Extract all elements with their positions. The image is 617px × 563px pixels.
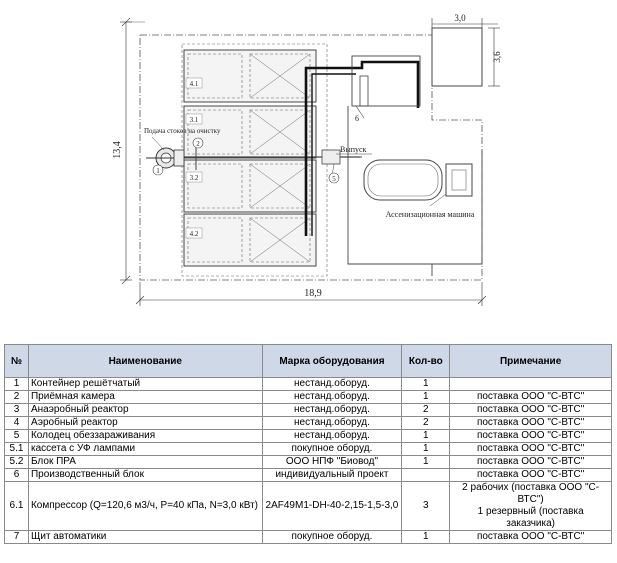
row-qty: 3: [401, 481, 451, 531]
row-note: поставка ООО "С-ВТС": [449, 455, 612, 469]
row-name: Компрессор (Q=120,6 м3/ч, P=40 кПа, N=3,…: [27, 481, 263, 531]
header-number: №: [4, 344, 29, 378]
row-number: 3: [4, 403, 29, 417]
header-brand: Марка оборудования: [261, 344, 403, 378]
row-note: 2 рабочих (поставка ООО "С-ВТС") 1 резер…: [449, 481, 612, 531]
row-brand: индивидуальный проект: [261, 468, 403, 482]
sewage-truck: [363, 159, 473, 201]
row-qty: 2: [401, 403, 451, 417]
equipment-box: [431, 27, 483, 87]
table-row: 5 Колодец обеззараживания нестанд.оборуд…: [4, 429, 612, 443]
table-row: 5.1 кассета с УФ лампами покупное оборуд…: [4, 442, 612, 456]
row-number: 7: [4, 530, 29, 544]
row-brand: нестанд.оборуд.: [261, 416, 403, 430]
row-number: 6: [4, 468, 29, 482]
table-row: 6.1 Компрессор (Q=120,6 м3/ч, P=40 кПа, …: [4, 481, 612, 531]
marker-3-2: 3.2: [190, 174, 199, 182]
row-brand: покупное оборуд.: [261, 442, 403, 456]
header-qty: Кол-во: [401, 344, 451, 378]
row-name: Приёмная камера: [27, 390, 263, 404]
outlet-label: Выпуск: [340, 145, 367, 154]
anaerobic-reactor-3-2: [183, 159, 317, 213]
row-note: поставка ООО "С-ВТС": [449, 416, 612, 430]
row-brand: нестанд.оборуд.: [261, 377, 403, 391]
marker-6: 6: [355, 114, 359, 123]
row-number: 1: [4, 377, 29, 391]
row-qty: 1: [401, 442, 451, 456]
truck-label: Ассенизационная машина: [386, 210, 475, 219]
row-note-line-2: 1 резервный (поставка заказчика): [477, 506, 584, 529]
row-brand: 2AF49M1-DH-40-2,15-1,5-3,0: [261, 481, 403, 531]
row-number: 6.1: [4, 481, 29, 531]
dimension-box-h: 3,6: [492, 51, 502, 63]
dimension-box-w: 3,0: [454, 13, 466, 23]
screen-container-1: [146, 147, 177, 169]
row-name: Колодец обеззараживания: [27, 429, 263, 443]
row-number: 5.2: [4, 455, 29, 469]
dimension-width-label: 18,9: [304, 288, 322, 299]
row-note: поставка ООО "С-ВТС": [449, 403, 612, 417]
aerobic-reactor-4-2: [183, 213, 317, 267]
row-name: Аэробный реактор: [27, 416, 263, 430]
equipment-table: № Наименование Марка оборудования Кол-во…: [4, 344, 612, 544]
table-row: 4 Аэробный реактор нестанд.оборуд. 2 пос…: [4, 416, 612, 430]
row-note: поставка ООО "С-ВТС": [449, 530, 612, 544]
row-number: 4: [4, 416, 29, 430]
row-qty: 1: [401, 530, 451, 544]
row-brand: нестанд.оборуд.: [261, 429, 403, 443]
row-brand: покупное оборуд.: [261, 530, 403, 544]
marker-3-1: 3.1: [190, 116, 199, 124]
row-number: 5: [4, 429, 29, 443]
row-name: Анаэробный реактор: [27, 403, 263, 417]
row-qty: 1: [401, 377, 451, 391]
table-row: 2 Приёмная камера нестанд.оборуд. 1 пост…: [4, 390, 612, 404]
aerobic-reactor-4-1: [183, 49, 317, 103]
disinfection-well-5: [321, 149, 362, 165]
row-name: Контейнер решётчатый: [27, 377, 263, 391]
table-row: 6 Производственный блок индивидуальный п…: [4, 468, 612, 482]
receiving-chamber-2: [173, 149, 185, 167]
table-header-row: № Наименование Марка оборудования Кол-во…: [4, 344, 612, 378]
marker-4-2: 4.2: [190, 230, 199, 238]
table-row: 7 Щит автоматики покупное оборуд. 1 пост…: [4, 530, 612, 544]
row-note-line-1: 2 рабочих (поставка ООО "С-ВТС"): [462, 482, 600, 505]
site-plan-drawing: 13,4 18,9 3,0 3,6: [112, 13, 502, 306]
row-qty: 2: [401, 416, 451, 430]
row-number: 2: [4, 390, 29, 404]
dimension-width: 18,9: [135, 282, 487, 306]
row-number: 5.1: [4, 442, 29, 456]
row-note: [449, 377, 612, 391]
inlet-label: Подача стоков на очистку: [144, 127, 221, 135]
row-brand: ООО НПФ "Биовод": [261, 455, 403, 469]
row-qty: [401, 468, 451, 482]
row-name: кассета с УФ лампами: [27, 442, 263, 456]
anaerobic-reactor-3-1: [183, 105, 317, 159]
row-name: Производственный блок: [27, 468, 263, 482]
marker-4-1: 4.1: [190, 80, 199, 88]
row-name: Блок ПРА: [27, 455, 263, 469]
header-name: Наименование: [27, 344, 263, 378]
dimension-height: 13,4: [112, 17, 145, 285]
row-brand: нестанд.оборуд.: [261, 403, 403, 417]
table-row: 1 Контейнер решётчатый нестанд.оборуд. 1: [4, 377, 612, 391]
marker-5: 5: [332, 175, 336, 183]
row-note: поставка ООО "С-ВТС": [449, 442, 612, 456]
row-name: Щит автоматики: [27, 530, 263, 544]
row-note: поставка ООО "С-ВТС": [449, 429, 612, 443]
marker-1: 1: [156, 167, 160, 175]
row-qty: 1: [401, 455, 451, 469]
row-note: поставка ООО "С-ВТС": [449, 468, 612, 482]
production-block-6: [351, 55, 421, 119]
table-row: 5.2 Блок ПРА ООО НПФ "Биовод" 1 поставка…: [4, 455, 612, 469]
marker-2: 2: [196, 140, 200, 148]
row-brand: нестанд.оборуд.: [261, 390, 403, 404]
air-duct: [304, 60, 420, 236]
dimension-height-label: 13,4: [112, 141, 123, 159]
header-note: Примечание: [449, 344, 612, 378]
row-qty: 1: [401, 429, 451, 443]
row-qty: 1: [401, 390, 451, 404]
row-note: поставка ООО "С-ВТС": [449, 390, 612, 404]
table-row: 3 Анаэробный реактор нестанд.оборуд. 2 п…: [4, 403, 612, 417]
